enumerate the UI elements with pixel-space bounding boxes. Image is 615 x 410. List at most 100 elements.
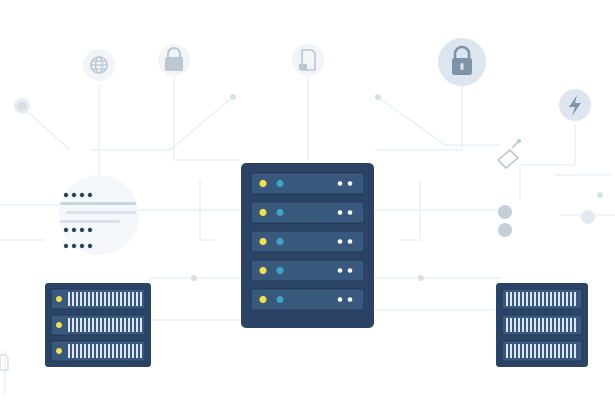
vent-slot [128,292,130,306]
vent-slot [546,344,548,358]
vent-slot [116,292,118,306]
vent-slot [76,318,78,332]
vent-slot [92,318,94,332]
vent-slot [506,292,508,306]
vent-slot [128,318,130,332]
vent-slot [112,344,114,358]
server-rack-right [496,283,588,367]
vent-slot [514,292,516,306]
vent-slot [574,344,576,358]
vent-slot [68,318,70,332]
vent-slot [510,344,512,358]
vent-slot [132,292,134,306]
vent-slot [558,292,560,306]
status-led-yellow [259,266,267,275]
server-unit [250,172,365,195]
lock-icon [158,44,190,76]
vent-slot [574,292,576,306]
vent-slot [128,344,130,358]
vent-slot [68,292,70,306]
vent-slot [92,292,94,306]
vent-slot [562,318,564,332]
vent-slot [104,344,106,358]
vent-slot [96,318,98,332]
vent-slot [534,292,536,306]
vent-slot [124,292,126,306]
lock-icon [438,38,486,86]
status-led-yellow [259,179,267,188]
vent-slot [550,344,552,358]
vent-slot [526,344,528,358]
status-led-white [347,210,353,215]
vent-slot [104,318,106,332]
status-led-blue [276,179,284,188]
vent-slot [522,344,524,358]
vent-slot [542,292,544,306]
connection-line [519,125,576,200]
node-dot [597,192,603,198]
vent-slot [100,318,102,332]
vent-slot [538,318,540,332]
vent-slot [96,344,98,358]
node-dot [418,275,424,281]
vent-slot [546,292,548,306]
status-led-white [347,181,353,186]
vent-slot [84,318,86,332]
vent-slot [514,318,516,332]
vent-slot [538,292,540,306]
connection-line [377,96,500,146]
dot-icon [581,210,595,224]
vent-slot [140,318,142,332]
vent-slot [554,292,556,306]
vent-slot [136,344,138,358]
status-led-blue [276,266,284,275]
server-unit [250,259,365,282]
vent-slot [506,318,508,332]
vent-slot [112,318,114,332]
vent-slot [526,292,528,306]
connection-line [173,75,240,161]
server-rack-main [241,163,374,328]
vent-slot [88,292,90,306]
vent-slot [84,344,86,358]
status-led-blue [276,208,284,217]
satellite-icon [496,139,521,170]
vent-slot [84,292,86,306]
document-icon [292,44,324,76]
vent-slot [100,344,102,358]
vent-slot [526,318,528,332]
vent-slot [76,344,78,358]
connection-line [19,104,71,151]
status-led-white [337,181,343,186]
vent-slot [140,344,142,358]
vent-slot [566,344,568,358]
status-led-white [337,210,343,215]
vent-slot [132,344,134,358]
vent-slot [522,292,524,306]
status-led-yellow [259,295,267,304]
connection-lines [0,75,615,395]
document-icon [0,354,9,371]
vent-slot [542,318,544,332]
status-led-white [337,239,343,244]
server-unit [250,288,365,311]
vent-slot [530,292,532,306]
vent-slot [140,292,142,306]
vent-slot [506,344,508,358]
vent-slot [550,292,552,306]
vent-slot [76,292,78,306]
status-led-white [347,239,353,244]
list-icon [59,175,139,255]
lightning-icon [559,89,591,121]
status-led-yellow [259,237,267,246]
vent-slot [120,292,122,306]
vent-slot [108,318,110,332]
vent-slot [136,292,138,306]
connection-line [400,180,421,241]
vent-slot [554,344,556,358]
vent-slot [68,344,70,358]
vent-slot [80,318,82,332]
status-led-white [337,268,343,273]
node-pair-icon [498,205,512,237]
